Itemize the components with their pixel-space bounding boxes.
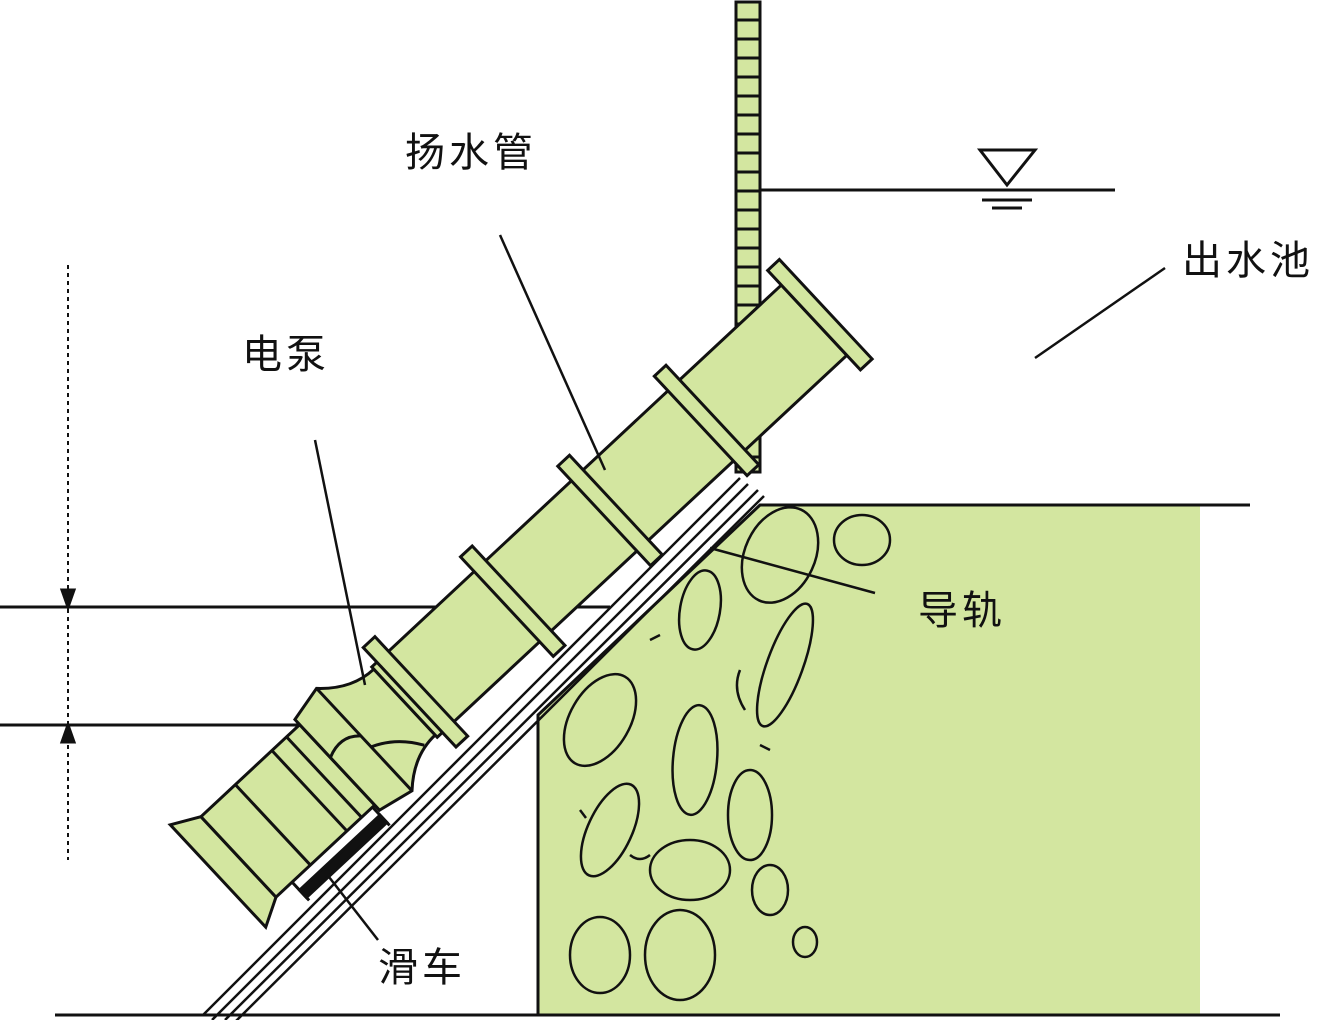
- label-electric-pump: 电泵: [242, 332, 330, 378]
- water-level-symbol: [760, 148, 1115, 210]
- rubble-stones: [562, 506, 892, 1002]
- label-trolley: 滑车: [378, 945, 466, 991]
- label-riser-pipe: 扬水管: [405, 130, 537, 176]
- embankment: [538, 505, 1200, 1015]
- label-outlet-pool: 出水池: [1182, 238, 1314, 284]
- leader-lines: [313, 234, 1166, 941]
- pump-and-riser-pipe: [167, 257, 875, 931]
- label-guide-rail: 导轨: [918, 588, 1006, 634]
